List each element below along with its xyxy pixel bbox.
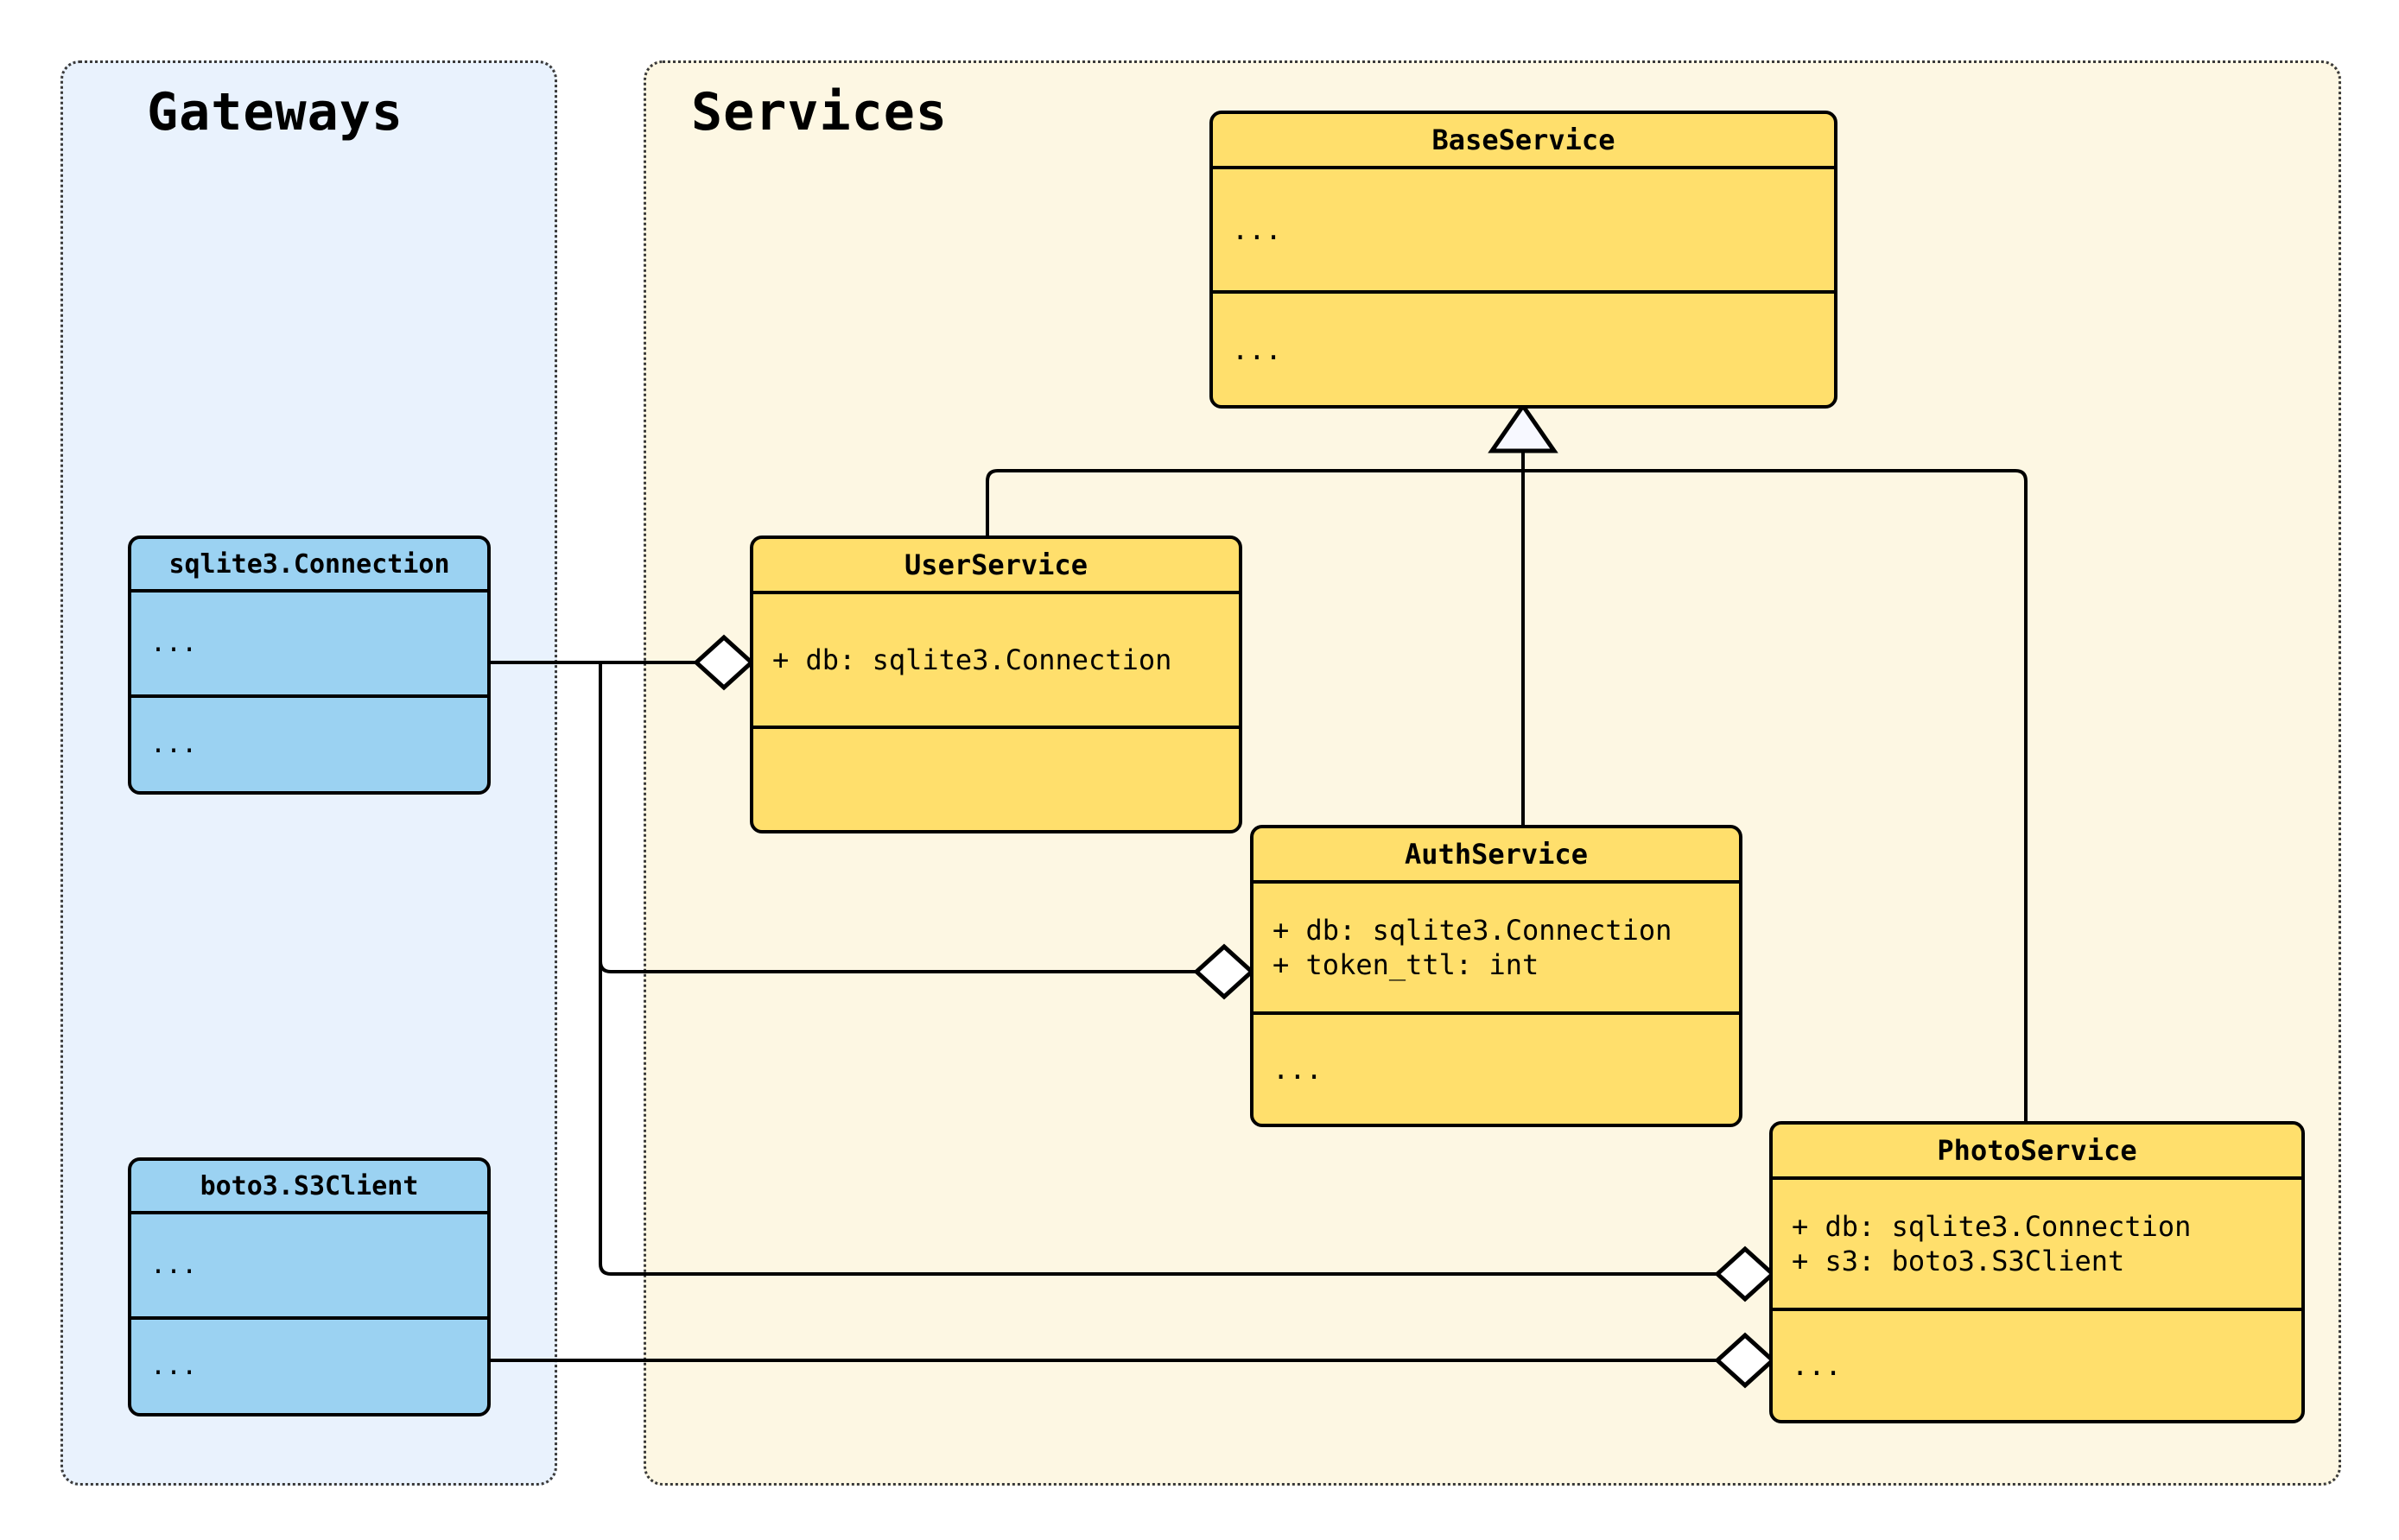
class-name-auth-service: AuthService [1253,828,1739,884]
method-row: ... [150,1351,198,1382]
class-methods-auth-service: ... [1253,1011,1739,1124]
package-services-title: Services [691,82,948,143]
method-row: ... [1272,1053,1323,1086]
attribute-row: + token_ttl: int [1272,948,1539,981]
attribute-row: ... [150,1250,198,1281]
method-row: ... [1232,333,1282,366]
method-row: ... [150,729,198,760]
class-attributes-auth-service: + db: sqlite3.Connection + token_ttl: in… [1253,884,1739,1011]
class-methods-photo-service: ... [1773,1308,2301,1420]
class-attributes-user-service: + db: sqlite3.Connection [753,594,1239,726]
attribute-row: + s3: boto3.S3Client [1792,1245,2125,1277]
class-methods-boto3-s3client: ... [131,1316,487,1413]
class-name-user-service: UserService [753,539,1239,594]
class-attributes-boto3-s3client: ... [131,1214,487,1316]
attribute-row: + db: sqlite3.Connection [1792,1210,2192,1243]
class-attributes-sqlite3-connection: ... [131,593,487,694]
class-name-photo-service: PhotoService [1773,1125,2301,1180]
class-box-boto3-s3client[interactable]: boto3.S3Client ... ... [128,1157,491,1416]
class-box-user-service[interactable]: UserService + db: sqlite3.Connection [750,536,1242,833]
method-row: ... [1792,1349,1842,1382]
class-name-boto3-s3client: boto3.S3Client [131,1161,487,1214]
class-box-photo-service[interactable]: PhotoService + db: sqlite3.Connection + … [1769,1121,2305,1423]
class-box-auth-service[interactable]: AuthService + db: sqlite3.Connection + t… [1250,825,1742,1127]
attribute-row: ... [1232,213,1282,246]
class-attributes-base-service: ... [1213,169,1834,290]
package-gateways-title: Gateways [147,82,403,143]
attribute-row: ... [150,628,198,659]
class-attributes-photo-service: + db: sqlite3.Connection + s3: boto3.S3C… [1773,1180,2301,1308]
class-box-sqlite3-connection[interactable]: sqlite3.Connection ... ... [128,536,491,795]
class-box-base-service[interactable]: BaseService ... ... [1209,111,1837,409]
class-methods-user-service [753,726,1239,830]
class-name-base-service: BaseService [1213,114,1834,169]
attribute-row: + db: sqlite3.Connection [1272,914,1672,947]
class-methods-sqlite3-connection: ... [131,694,487,791]
attribute-row: + db: sqlite3.Connection [772,643,1172,676]
class-methods-base-service: ... [1213,290,1834,405]
class-name-sqlite3-connection: sqlite3.Connection [131,539,487,593]
